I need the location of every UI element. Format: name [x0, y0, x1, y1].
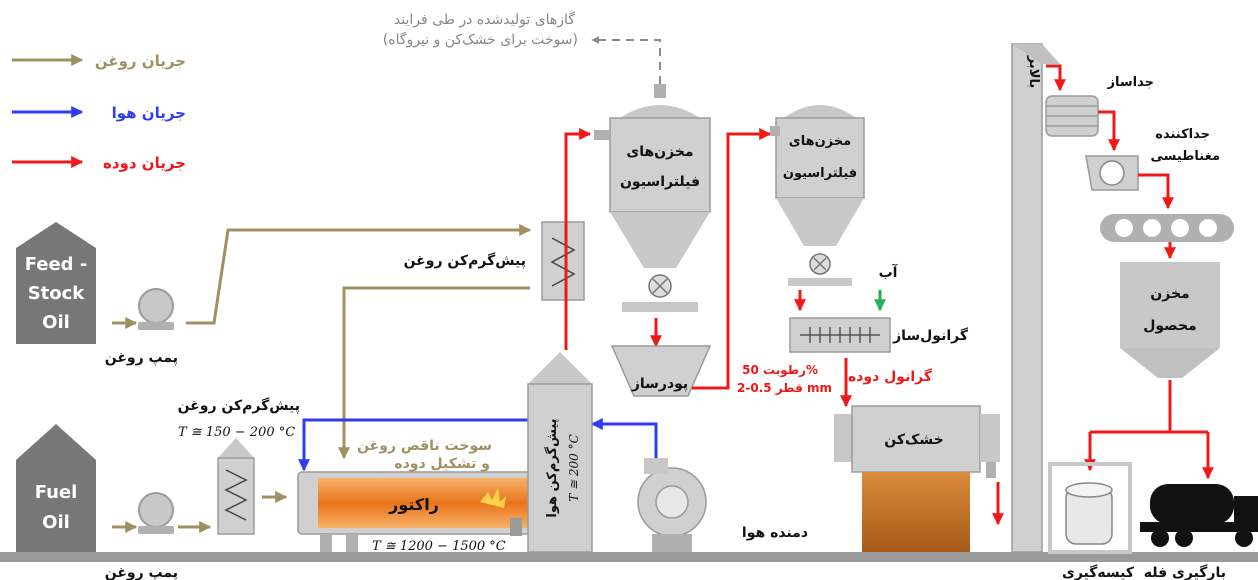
conveyor: [1100, 214, 1234, 242]
magnetic-label-1: جداکننده: [1155, 127, 1210, 142]
bagging-station: [1048, 462, 1132, 554]
granulator: [789, 317, 891, 353]
air-preheater-temp: T ≅ 200 °C: [567, 434, 581, 502]
oil-pump-top: [138, 288, 174, 330]
granulator-label: گرانول‌ساز: [892, 327, 969, 344]
granule-label: گرانول دوده: [848, 368, 933, 385]
air-preheater-tower: [527, 352, 593, 553]
oil-preheater-label: پیش‌گرم‌کن روغن: [404, 252, 526, 269]
legend-soot-label: جریان دوده: [103, 154, 186, 172]
legend-air-label: جریان هوا: [112, 104, 186, 122]
pulverizer-label: پودرساز: [631, 376, 688, 392]
small-preheater-label: پیش‌گرم‌کن روغن: [178, 397, 300, 414]
product-label-2: محصول: [1143, 318, 1196, 334]
filter2-label-b: فیلتراسیون: [783, 166, 857, 181]
gas-note-line1: گازهای تولیدشده در طی فرایند: [394, 11, 575, 28]
feedstock-label-2: Stock: [28, 283, 86, 304]
small-oil-preheater: [217, 438, 255, 535]
oil-pump-top-label: پمپ روغن: [105, 350, 178, 366]
feedstock-label-1: Feed -: [25, 254, 88, 275]
filter1-label-b: فیلتراسیون: [620, 174, 700, 190]
legend: جریان روغن جریان هوا جریان دوده: [12, 52, 186, 172]
bulk-truck-icon: [1140, 484, 1258, 547]
gas-note-line2: (سوخت برای خشک‌کن و نیروگاه): [383, 31, 578, 48]
bagging-label: کیسه‌گیری: [1062, 564, 1135, 580]
combustion-label-2: و تشکیل دوده: [394, 456, 490, 472]
bucket-elevator: [1011, 43, 1060, 553]
separator-to-magnetic: [1098, 110, 1120, 152]
combustion-label-1: سوخت ناقص روغن: [357, 438, 492, 454]
bulk-label: بارگیری فله: [1144, 564, 1226, 580]
oil-line-to-preheater: [186, 224, 532, 325]
feedstock-tank: Feed - Stock Oil: [16, 222, 96, 344]
oil-pump-bottom: [138, 492, 174, 534]
separator: [1045, 95, 1099, 137]
filter2-label-a: مخزن‌های: [789, 134, 851, 149]
oil-pump-bottom-label: پمپ روغن: [105, 565, 178, 580]
fuel-label-2: Oil: [42, 512, 70, 533]
pulverizer-to-filter2: [692, 128, 772, 390]
reactor: [297, 471, 549, 552]
legend-oil-label: جریان روغن: [95, 52, 186, 70]
elevator-to-separator: [1046, 64, 1066, 92]
pulverizer: [610, 345, 712, 397]
elevator-label: بالابر: [1026, 55, 1041, 88]
dryer-label: خشک‌کن: [884, 432, 943, 448]
air-blower: [637, 458, 707, 552]
soot-line-to-filter1: [564, 128, 592, 350]
air-line: [590, 418, 658, 458]
feedstock-label-3: Oil: [42, 312, 70, 333]
reactor-temp: T ≅ 1200 − 1500 °C: [372, 539, 506, 554]
blower-label: دمنده هوا: [742, 525, 808, 541]
water-label: آب: [879, 263, 899, 281]
product-to-outputs: [1090, 380, 1208, 434]
gas-note: گازهای تولیدشده در طی فرایند (سوخت برای …: [383, 11, 661, 84]
gas-return-line: [591, 36, 661, 84]
magnetic-label-2: مغناطیسی: [1150, 149, 1220, 164]
filter1-label-a: مخزن‌های: [626, 144, 693, 160]
reactor-label: راکتور: [388, 495, 439, 514]
air-line-to-reactor: [298, 418, 528, 472]
fuel-label-1: Fuel: [35, 482, 78, 503]
ground-line: [0, 552, 1258, 562]
dryer: [834, 405, 1000, 552]
oil-line-to-reactor: [338, 286, 530, 460]
oil-preheater: [541, 221, 585, 301]
moisture-label: رطوبت 50%: [742, 363, 818, 378]
product-label-1: مخزن: [1150, 286, 1189, 302]
air-preheater-label: پیش‌گرم‌کن هوا: [544, 418, 560, 517]
magnetic-separator: [1085, 155, 1139, 191]
magnetic-to-conveyor: [1138, 173, 1174, 210]
diameter-label: قطر 0.5-2 mm: [737, 381, 832, 395]
small-preheater-temp: T ≅ 150 − 200 °C: [178, 425, 295, 440]
separator-label: جداساز: [1107, 75, 1154, 90]
filtration-tank-1: [594, 84, 711, 312]
filtration-tank-2: [770, 105, 865, 286]
product-silo: [1120, 262, 1220, 378]
fuel-oil-tank: Fuel Oil: [16, 424, 96, 552]
